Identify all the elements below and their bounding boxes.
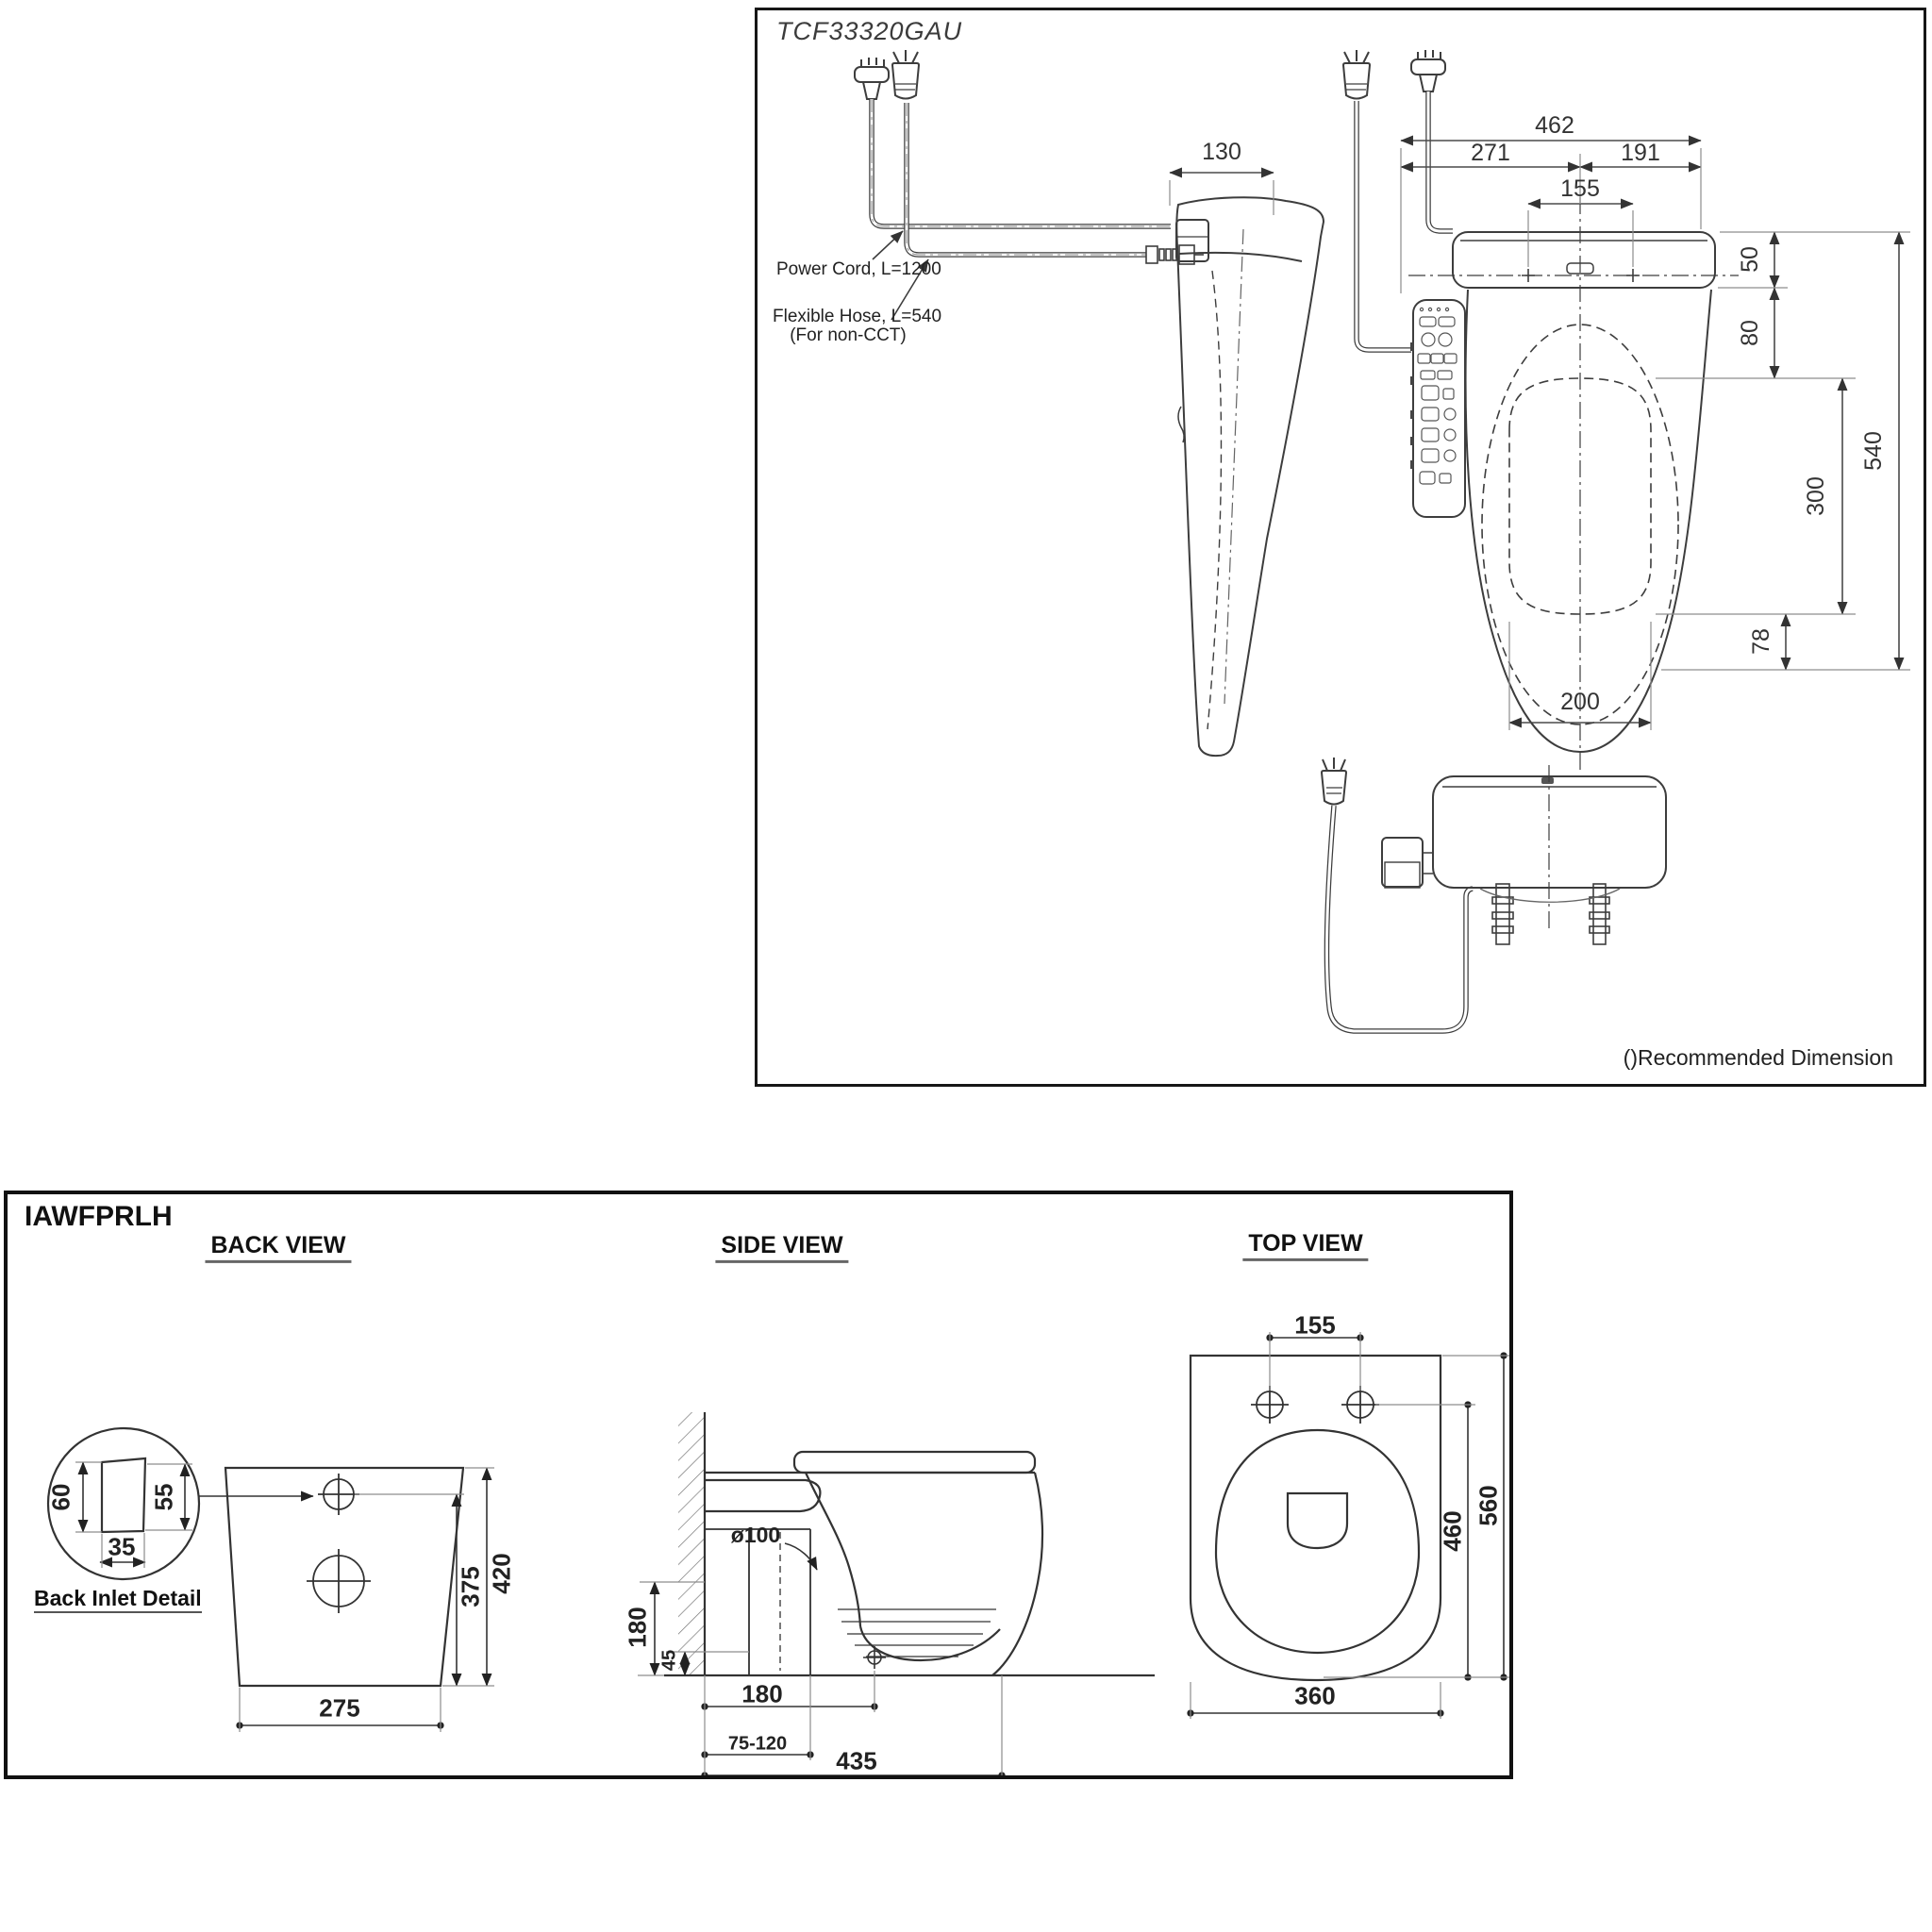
flexible-hose-line2: (For non-CCT)	[790, 325, 907, 345]
side-witness-lines	[638, 1581, 1003, 1775]
lower-fixing-crosshair	[307, 1549, 371, 1613]
back-dimension-lines	[77, 1461, 492, 1729]
mains-plug-icon	[891, 50, 921, 100]
seat-rim-hidden	[1481, 324, 1679, 725]
remote-cable	[1354, 101, 1411, 353]
water-lines	[838, 1608, 996, 1657]
dim-191: 191	[1621, 139, 1660, 166]
inlet-detail-circle	[46, 1426, 201, 1581]
bolt-crosshair-right	[1341, 1386, 1379, 1424]
dim-80: 80	[1736, 320, 1763, 346]
top-view-drawing-pan	[1187, 1332, 1509, 1719]
power-plug-icon	[854, 58, 890, 100]
dimension-lines	[1169, 135, 1910, 730]
dim-155: 155	[1560, 175, 1600, 202]
flexible-hose-line1: Flexible Hose, L=540	[773, 307, 942, 326]
wall-hatch	[678, 1412, 705, 1675]
back-witness-lines	[75, 1461, 494, 1732]
mains-plug-icon	[1320, 758, 1348, 806]
drain-crosshair	[863, 1646, 886, 1669]
washlet-dimension-panel: TCF33320GAU Power Cord, L=1200 Flexible …	[755, 8, 1926, 1087]
dim-60: 60	[46, 1483, 75, 1511]
dim-180-horizontal: 180	[741, 1679, 783, 1708]
side-view-drawing	[854, 50, 1325, 758]
flush-inlet-housing	[705, 1478, 822, 1513]
top-witness-lines	[1190, 1332, 1509, 1719]
bolt-crosshair-left	[1251, 1386, 1289, 1424]
pan-front-profile	[991, 1472, 1044, 1676]
dim-78: 78	[1747, 628, 1774, 655]
dim-200: 200	[1560, 688, 1600, 715]
dim-560: 560	[1474, 1485, 1503, 1526]
dim-271: 271	[1471, 139, 1510, 166]
dim-50: 50	[1736, 246, 1763, 273]
dim-dia100: ø100	[730, 1522, 781, 1547]
dim-155-top: 155	[1294, 1310, 1336, 1340]
power-cord-leader	[872, 230, 904, 260]
seat-outline	[1464, 289, 1712, 754]
dim-375: 375	[456, 1566, 485, 1607]
outlet-leader	[784, 1542, 818, 1571]
dim-75-120: 75-120	[727, 1733, 788, 1755]
power-plug-icon	[1410, 50, 1446, 92]
dim-420: 420	[487, 1553, 516, 1594]
inlet-socket	[100, 1457, 147, 1534]
back-inlet-detail-label: Back Inlet Detail	[34, 1587, 202, 1614]
pan-back-outline	[224, 1466, 465, 1688]
bowl-outline	[1214, 1428, 1421, 1655]
dim-540: 540	[1859, 431, 1887, 471]
washlet-line-art	[854, 50, 1910, 1034]
top-view-header: TOP VIEW	[1242, 1231, 1369, 1262]
flexible-hose-label: Flexible Hose, L=540 (For non-CCT)	[773, 307, 942, 345]
front-view-drawing	[1320, 758, 1667, 1034]
dim-462: 462	[1535, 111, 1574, 139]
dim-435: 435	[836, 1746, 877, 1775]
outlet-box	[705, 1528, 811, 1675]
washlet-side-profile	[1175, 196, 1325, 758]
washlet-unit-top	[1452, 231, 1716, 289]
supply-cable	[1425, 92, 1453, 234]
dim-130: 130	[1202, 138, 1241, 165]
water-spot-outline	[1286, 1491, 1349, 1550]
back-view-drawing	[46, 1426, 494, 1732]
top-dimension-lines	[1187, 1334, 1507, 1717]
flexible-hose	[904, 103, 1146, 258]
flexible-hose-leader	[891, 258, 929, 321]
top-view-drawing	[1341, 50, 1739, 771]
power-cord-label: Power Cord, L=1200	[776, 259, 941, 279]
pan-dimension-panel: IAWFPRLH BACK VIEW SIDE VIEW TOP VIEW Ba…	[4, 1191, 1513, 1779]
dim-180-vertical: 180	[623, 1607, 652, 1648]
side-tank	[1381, 837, 1424, 888]
seat-lid-side	[792, 1450, 1037, 1474]
side-view-drawing-pan	[638, 1412, 1155, 1775]
water-valves	[1491, 883, 1610, 945]
recommended-dimension-note: ()Recommended Dimension	[1623, 1045, 1893, 1070]
witness-lines	[1169, 148, 1910, 730]
bowl-back-curve	[804, 1472, 862, 1627]
upper-fixing-crosshair	[318, 1474, 359, 1515]
pan-top-outline	[1189, 1354, 1442, 1682]
dim-275: 275	[319, 1693, 360, 1723]
power-cord	[869, 99, 1171, 229]
pan-line-art	[46, 1332, 1509, 1775]
dim-35: 35	[108, 1532, 136, 1561]
control-panel-icon	[1410, 299, 1466, 518]
side-dimension-lines	[649, 1581, 1006, 1775]
back-view-header: BACK VIEW	[205, 1233, 352, 1264]
pan-model-title: IAWFPRLH	[25, 1201, 173, 1232]
dim-300: 300	[1802, 476, 1829, 516]
bowl-bottom-curve	[858, 1625, 1001, 1662]
mains-plug-icon	[1341, 50, 1372, 100]
dim-45: 45	[658, 1649, 680, 1672]
dim-460: 460	[1438, 1510, 1467, 1552]
dim-360: 360	[1294, 1681, 1336, 1710]
seat-opening-hidden	[1508, 377, 1652, 615]
model-title: TCF33320GAU	[776, 17, 963, 45]
side-view-header: SIDE VIEW	[715, 1233, 849, 1264]
dim-55: 55	[149, 1483, 178, 1511]
power-cord-loop	[1324, 805, 1474, 1034]
